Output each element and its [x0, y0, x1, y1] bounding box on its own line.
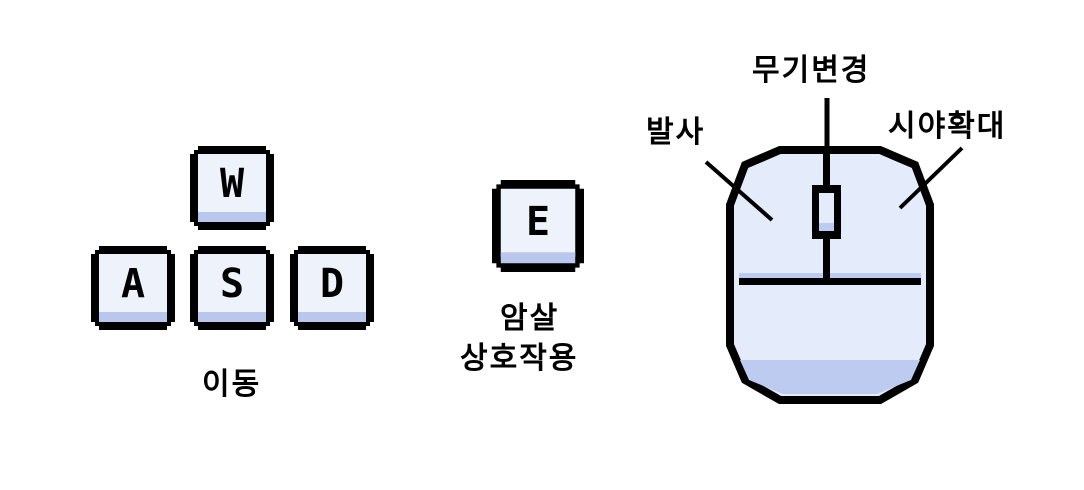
key-e: E — [492, 180, 584, 272]
right-click-caption: 시야확대 — [888, 109, 1007, 144]
key-d-label: D — [319, 261, 345, 307]
key-e-cap — [492, 180, 584, 272]
key-s: S — [190, 246, 274, 330]
interact-caption-line2: 상호작용 — [460, 341, 579, 376]
key-s-label: S — [219, 261, 245, 307]
left-pointer-line — [704, 160, 774, 222]
key-w: W — [190, 146, 274, 230]
key-d: D — [290, 246, 374, 330]
key-w-cap — [190, 146, 274, 230]
key-e-label: E — [525, 199, 551, 245]
interact-caption-line1: 암살 — [500, 301, 560, 336]
key-w-label: W — [219, 161, 245, 207]
right-pointer-line — [898, 146, 964, 210]
key-d-cap — [290, 246, 374, 330]
key-a-label: A — [120, 261, 146, 307]
key-a-cap — [91, 246, 175, 330]
move-caption: 이동 — [202, 367, 262, 402]
mouse-icon — [726, 146, 934, 404]
wheel-caption: 무기변경 — [752, 53, 871, 88]
left-click-caption: 발사 — [646, 115, 706, 150]
key-a: A — [91, 246, 175, 330]
key-s-cap — [190, 246, 274, 330]
